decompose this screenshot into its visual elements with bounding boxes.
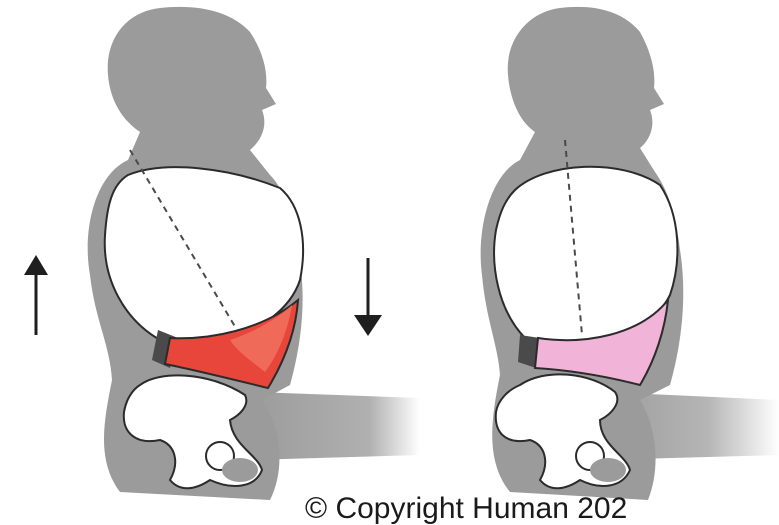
posture-diagram (0, 0, 779, 512)
left-rib-cage (105, 167, 303, 340)
copyright-watermark: © Copyright Human 202 (305, 494, 627, 524)
left-femur-head (222, 458, 258, 482)
arrow-up-icon (24, 255, 48, 335)
right-figure (481, 7, 779, 500)
right-femur-head (590, 458, 626, 482)
left-figure (24, 7, 420, 500)
arrow-down-icon (354, 258, 382, 336)
